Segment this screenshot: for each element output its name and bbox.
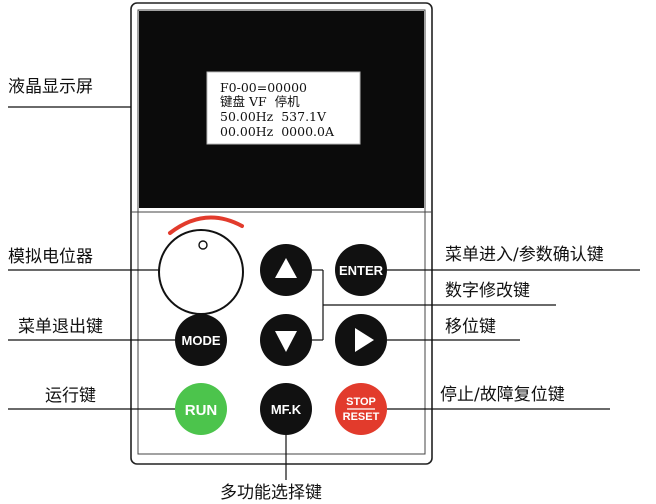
enter-button-label: ENTER <box>339 263 384 278</box>
lcd-line-2: 键盘 VF 停机 <box>220 94 300 109</box>
mode-button-label: MODE <box>182 333 221 348</box>
lcd-line-3: 50.00Hz 537.1V <box>220 109 327 124</box>
shift-button[interactable] <box>335 314 387 366</box>
up-arrow-icon <box>275 258 297 278</box>
mfk-button[interactable]: MF.K <box>260 383 312 435</box>
label-stop-reset: 停止/故障复位键 <box>440 385 565 405</box>
label-digit-modify: 数字修改键 <box>445 281 530 301</box>
label-lcd-screen: 液晶显示屏 <box>8 77 93 97</box>
label-multifunction: 多功能选择键 <box>220 483 322 503</box>
lcd-line-4: 00.00Hz 0000.0A <box>220 124 335 139</box>
label-potentiometer: 模拟电位器 <box>8 247 93 267</box>
stop-button-label: STOP <box>346 396 376 408</box>
down-arrow-icon <box>275 331 297 352</box>
label-shift: 移位键 <box>445 317 496 337</box>
lcd-screen <box>206 71 361 145</box>
mode-button[interactable]: MODE <box>175 314 227 366</box>
run-button[interactable]: RUN <box>175 383 227 435</box>
knob-direction-arc <box>168 215 244 235</box>
up-button[interactable] <box>260 244 312 296</box>
label-menu-exit: 菜单退出键 <box>18 317 103 337</box>
run-button-label: RUN <box>185 402 218 419</box>
enter-button[interactable]: ENTER <box>335 244 387 296</box>
reset-button-label: RESET <box>343 411 380 423</box>
right-arrow-icon <box>355 328 374 352</box>
knob-indicator-dot <box>198 240 208 250</box>
down-button[interactable] <box>260 314 312 366</box>
stop-reset-button[interactable]: STOP RESET <box>335 383 387 435</box>
mfk-button-label: MF.K <box>271 402 302 417</box>
leader-lines <box>8 106 640 480</box>
lcd-line-1: F0-00=00000 <box>220 80 307 95</box>
label-run-key: 运行键 <box>45 386 96 406</box>
keypad-panel-inner <box>137 9 426 455</box>
label-menu-enter-confirm: 菜单进入/参数确认键 <box>445 245 604 265</box>
